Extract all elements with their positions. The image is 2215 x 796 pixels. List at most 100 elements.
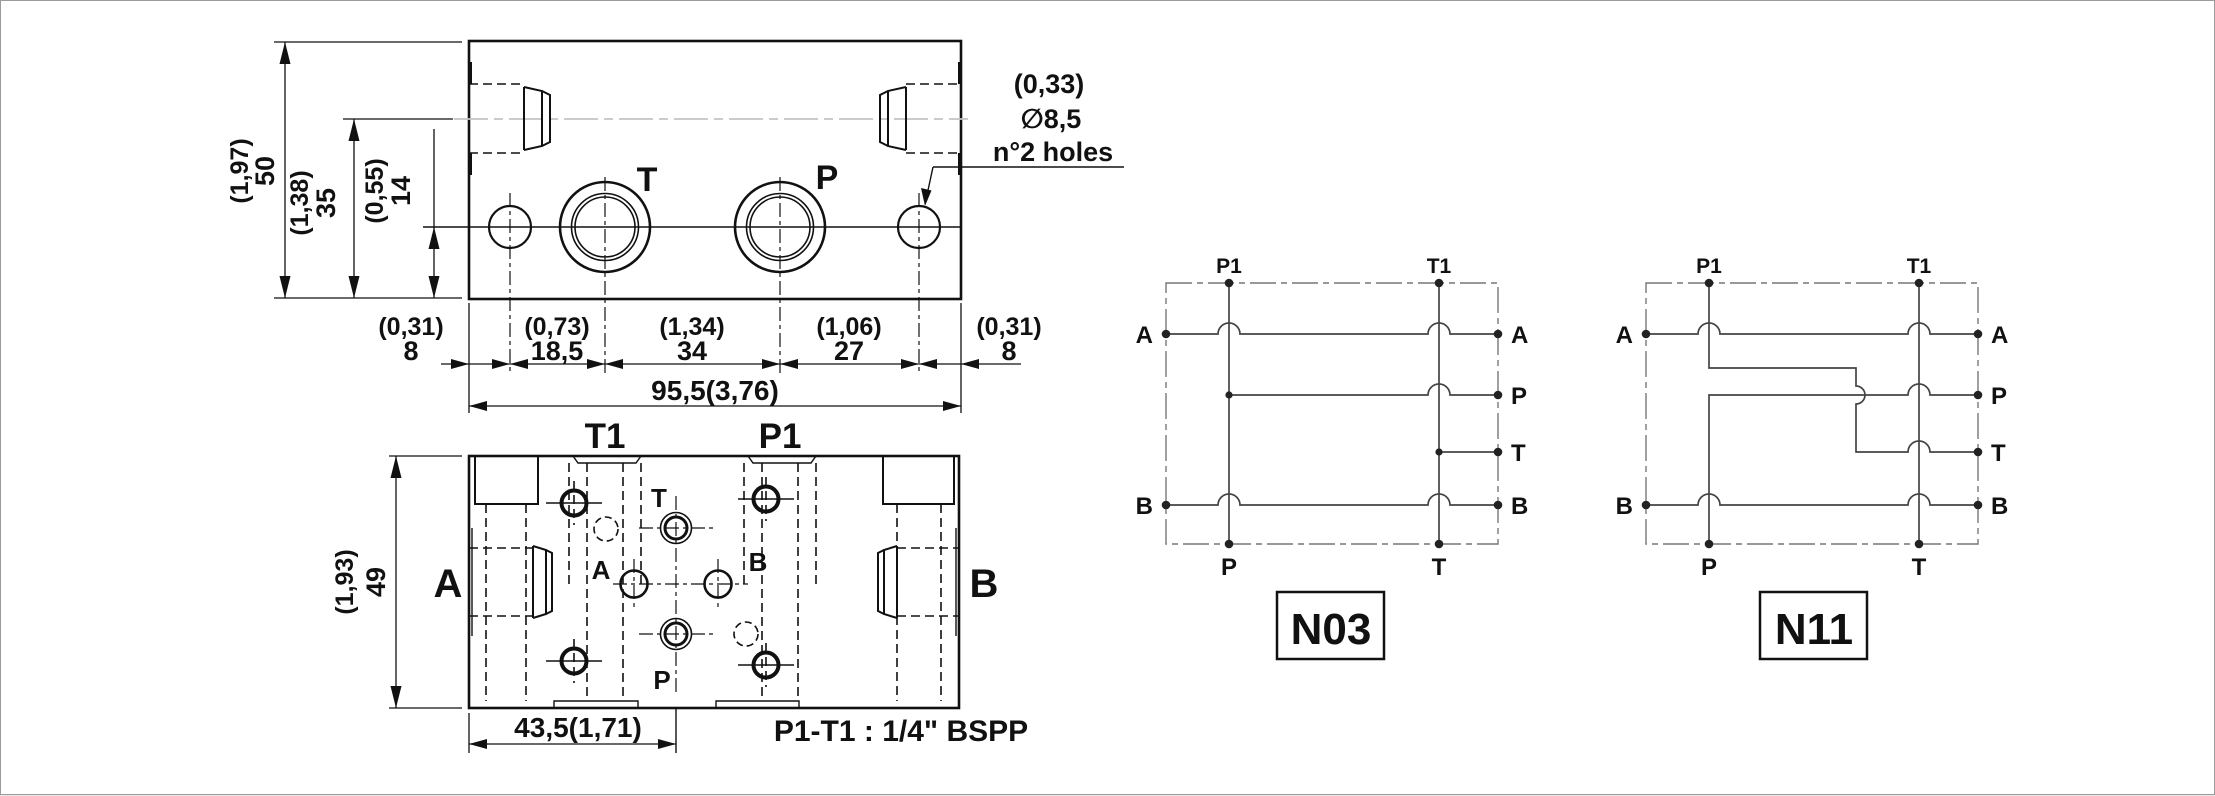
plan-body-outline xyxy=(467,454,961,710)
n11-a-line xyxy=(1646,322,1978,335)
n03-right-b: B xyxy=(1511,493,1528,520)
plan-dimension-lines xyxy=(389,455,676,753)
plan-vdim-mm: 49 xyxy=(361,567,391,597)
schematic-n11: P1 T1 A B A P T B P T N11 xyxy=(1616,255,2008,661)
dimension-lines xyxy=(274,41,1021,413)
port-t-bore-circle xyxy=(574,196,636,258)
n11-top-t1: T1 xyxy=(1907,255,1932,278)
dim-arrow xyxy=(348,119,360,141)
plan-hidden-verticals xyxy=(485,463,942,701)
n03-left-b: B xyxy=(1136,493,1153,520)
n11-left-b: B xyxy=(1616,493,1633,520)
port-p-outer-circle xyxy=(733,180,827,274)
n11-p1-to-t-path xyxy=(1708,283,1978,453)
plan-p1-label: P1 xyxy=(759,417,802,456)
dim-arrow xyxy=(469,739,487,749)
dim-arrow xyxy=(943,401,961,411)
n03-top-t1: T1 xyxy=(1427,255,1452,278)
plan-face-t-label: T xyxy=(651,483,667,513)
n03-port-nodes xyxy=(1161,278,1503,549)
front-view: T P (0,33) ∅8,5 n°2 holes xyxy=(423,39,1124,374)
port-p-thread-circle xyxy=(745,192,815,262)
n03-right-t: T xyxy=(1511,440,1526,467)
dim-arrow xyxy=(492,359,510,369)
schematic-n03: P1 T1 A B A P T B P T N03 xyxy=(1136,255,1528,661)
vdim-50-alt: (1,97) xyxy=(226,138,254,203)
front-edge-marks xyxy=(470,62,960,175)
plan-port-centerlines xyxy=(613,496,748,696)
n11-right-p: P xyxy=(1991,383,2007,410)
callout-leader-line xyxy=(926,166,1124,196)
vdim-14-mm: 14 xyxy=(386,176,416,206)
n11-bottom-p: P xyxy=(1701,554,1717,581)
vdim-35-mm: 35 xyxy=(311,188,341,218)
front-body-outline xyxy=(467,39,963,301)
dim-arrow xyxy=(428,227,440,249)
dim-arrow xyxy=(919,359,937,369)
front-mount-hole-left xyxy=(487,204,533,250)
front-view-dimensions: (1,97) 50 (1,38) 35 (0,55) 14 (0,31) 8 (… xyxy=(226,41,1042,413)
n03-a-line xyxy=(1166,322,1498,335)
n11-b-line xyxy=(1646,493,1978,506)
dim-arrow xyxy=(451,359,469,369)
plan-hidden-circle-1 xyxy=(593,516,619,542)
plan-view-dimensions: (1,93) 49 43,5(1,71) P1-T1 : 1/4" BSPP xyxy=(331,455,1028,753)
hdim-left8-mm: 8 xyxy=(403,336,418,366)
n11-p-to-bottom-path xyxy=(1708,383,1978,544)
plan-face-edge-lines xyxy=(471,528,957,636)
n03-bottom-p: P xyxy=(1221,554,1237,581)
n03-b-line xyxy=(1166,493,1498,506)
hdim-185-mm: 18,5 xyxy=(531,336,584,366)
plan-side-b-label: B xyxy=(970,562,999,606)
hdim-left8-alt: (0,31) xyxy=(378,313,443,341)
plan-face-a-label: A xyxy=(592,555,611,585)
plan-port-b-plug-profile xyxy=(877,545,898,619)
hdim-right8-alt: (0,31) xyxy=(976,313,1041,341)
dim-arrow xyxy=(510,359,528,369)
plan-face-b-label: B xyxy=(749,547,768,577)
dim-arrow xyxy=(390,456,402,478)
vdim-14-alt: (0,55) xyxy=(361,158,389,223)
callout-line-3: n°2 holes xyxy=(993,137,1113,167)
hdim-27-alt: (1,06) xyxy=(816,313,881,341)
dim-arrow xyxy=(469,401,487,411)
port-t-thread-circle xyxy=(570,192,640,262)
hdim-34-mm: 34 xyxy=(677,336,707,366)
n03-right-p: P xyxy=(1511,383,1527,410)
plan-t1-label: T1 xyxy=(585,417,626,456)
n11-label-box xyxy=(1758,590,1869,661)
dim-arrow xyxy=(390,686,402,708)
plan-side-port-bores xyxy=(469,547,959,617)
dim-arrow xyxy=(780,359,798,369)
hdim-185-alt: (0,73) xyxy=(524,313,589,341)
front-port-p-label: P xyxy=(816,159,839,197)
n03-label: N03 xyxy=(1291,605,1372,654)
n11-envelope xyxy=(1645,282,1979,545)
plan-offset-dim: 43,5(1,71) xyxy=(514,712,642,743)
dim-arrow xyxy=(587,359,605,369)
n03-p-line xyxy=(1229,383,1498,396)
hdim-right8-mm: 8 xyxy=(1001,336,1016,366)
vdim-50-mm: 50 xyxy=(250,156,280,186)
plan-top-notches xyxy=(572,455,817,464)
callout-leader-arrow xyxy=(921,188,932,206)
front-right-plug-profile xyxy=(879,86,907,151)
dim-arrow xyxy=(658,739,676,749)
hdim-34-alt: (1,34) xyxy=(659,313,724,341)
dim-arrow xyxy=(901,359,919,369)
dim-arrow xyxy=(428,276,440,298)
port-t-outer-circle xyxy=(558,180,652,274)
plan-vdim-alt: (1,93) xyxy=(331,549,359,614)
callout-line-1: (0,33) xyxy=(1014,69,1085,99)
plan-view: T1 P1 A B T A B P xyxy=(434,417,999,753)
dim-arrow xyxy=(762,359,780,369)
plan-face-p-label: P xyxy=(653,665,670,695)
dim-arrow xyxy=(348,276,360,298)
n11-label: N11 xyxy=(1775,605,1853,654)
hdim-27-mm: 27 xyxy=(834,336,864,366)
front-hole-centerlines xyxy=(509,177,920,374)
callout-line-2: ∅8,5 xyxy=(1021,104,1082,134)
n11-left-a: A xyxy=(1616,322,1633,349)
